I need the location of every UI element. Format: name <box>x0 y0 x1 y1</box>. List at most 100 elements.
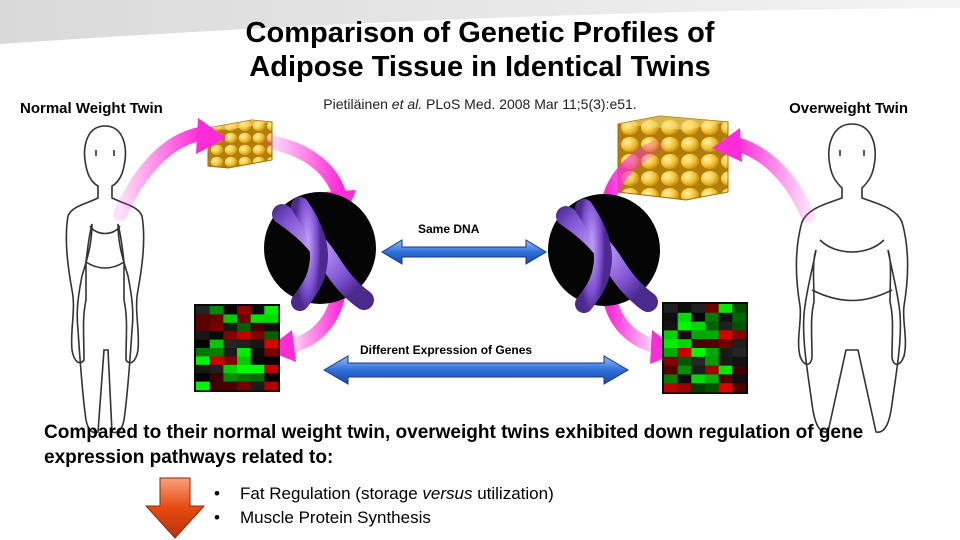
heatmap-cell <box>664 304 678 314</box>
heatmap-cell <box>705 304 719 314</box>
heatmap-cell <box>664 330 678 340</box>
heatmap-cell <box>691 356 706 366</box>
heatmap-cell <box>250 339 265 349</box>
heatmap-cell <box>264 331 279 340</box>
expression-label: Different Expression of Genes <box>360 343 533 357</box>
heatmap-cell <box>250 314 265 324</box>
citation-ref: PLoS Med. 2008 Mar 11;5(3):e51. <box>426 96 637 112</box>
heatmap-cell <box>705 356 719 366</box>
heatmap-cell <box>664 356 678 366</box>
heatmap-cell <box>209 331 224 340</box>
heatmap-cell <box>264 314 279 324</box>
heatmap-cell <box>732 312 747 322</box>
heatmap-cell <box>223 331 238 340</box>
heatmap-cell <box>223 364 238 374</box>
heatmap-cell <box>209 348 224 357</box>
heatmap-cell <box>237 322 251 332</box>
heatmap-cell <box>237 348 251 357</box>
citation-authors: Pietiläinen <box>323 96 388 112</box>
heatmap-cell <box>237 381 251 391</box>
left-down-arrow <box>263 135 347 203</box>
heatmap-cell <box>237 373 251 382</box>
heatmap-cell <box>264 306 279 315</box>
bullet-1-part-c: utilization) <box>472 484 554 503</box>
heatmap-cell <box>732 304 747 314</box>
heatmap-cell <box>209 306 224 315</box>
heatmap-cell <box>264 339 279 349</box>
heatmap-cell <box>250 364 265 374</box>
heatmap-cell <box>732 383 747 393</box>
left-up-arrow <box>113 127 207 221</box>
heatmap-cell <box>250 381 265 391</box>
heatmap-cell <box>223 322 238 332</box>
heatmap-cell <box>209 364 224 374</box>
heatmap-cell <box>705 383 719 393</box>
heatmap-cell <box>664 321 678 331</box>
bullet-list: Fat Regulation (storage versus utilizati… <box>214 482 554 530</box>
heatmap-cell <box>732 356 747 366</box>
heatmap-cell <box>732 339 747 349</box>
same-dna-double-arrow <box>381 239 547 265</box>
heatmap-cell <box>223 381 238 391</box>
heatmap-cell <box>237 356 251 366</box>
heatmap-cell <box>718 365 733 375</box>
heatmap-cell <box>718 356 733 366</box>
heatmap-cell <box>718 330 733 340</box>
heatmap-cell <box>705 321 719 331</box>
heatmap-cell <box>691 374 706 384</box>
heatmap-cell <box>705 348 719 358</box>
heatmap-cell <box>664 348 678 358</box>
heatmap-cell <box>705 365 719 375</box>
heatmap-cell <box>677 374 692 384</box>
expression-double-arrow <box>323 355 629 385</box>
heatmap-cell <box>237 314 251 324</box>
heatmap-cell <box>264 348 279 357</box>
heatmap-cell <box>209 314 224 324</box>
left-chromosome-circle <box>264 192 376 311</box>
overweight-twin-label: Overweight Twin <box>789 100 908 117</box>
normal-fat-tissue-block <box>207 119 273 169</box>
bullet-fat-regulation: Fat Regulation (storage versus utilizati… <box>214 482 554 506</box>
heatmap-cell <box>664 312 678 322</box>
heatmap-cell <box>664 374 678 384</box>
heatmap-cell <box>237 331 251 340</box>
heatmap-cell <box>677 339 692 349</box>
left-lower-arrowhead <box>266 330 296 362</box>
right-up-arrowhead <box>712 128 742 162</box>
heatmap-cell <box>705 312 719 322</box>
title-line-2: Adipose Tissue in Identical Twins <box>249 51 711 83</box>
heatmap-cell <box>196 364 210 374</box>
heatmap-cell <box>718 339 733 349</box>
normal-weight-woman-figure <box>65 125 145 434</box>
heatmap-cell <box>264 364 279 374</box>
heatmap-cell <box>732 348 747 358</box>
citation-etal: et al. <box>391 96 423 112</box>
heatmap-cell <box>237 339 251 349</box>
right-chromosome-circle <box>548 194 660 313</box>
left-up-arrowhead <box>196 118 226 154</box>
heatmap-cell <box>677 356 692 366</box>
heatmap-cell <box>264 356 279 366</box>
heatmap-cell <box>223 373 238 382</box>
heatmap-cell <box>196 373 210 382</box>
heatmap-cell <box>250 348 265 357</box>
normal-weight-twin-label: Normal Weight Twin <box>20 100 163 117</box>
heatmap-cell <box>691 383 706 393</box>
heatmap-cell <box>264 381 279 391</box>
heatmap-cell <box>250 322 265 332</box>
heatmap-cell <box>691 348 706 358</box>
heatmap-cell <box>677 348 692 358</box>
heatmap-cell <box>223 348 238 357</box>
heatmap-cell <box>196 339 210 349</box>
heatmap-cell <box>209 339 224 349</box>
heatmap-cell <box>196 314 210 324</box>
heatmap-cell <box>691 312 706 322</box>
heatmap-cell <box>691 304 706 314</box>
overweight-woman-figure <box>795 123 909 433</box>
normal-heatmap <box>194 304 280 392</box>
heatmap-cell <box>237 364 251 374</box>
heatmap-cell <box>223 306 238 315</box>
heatmap-cell <box>264 322 279 332</box>
